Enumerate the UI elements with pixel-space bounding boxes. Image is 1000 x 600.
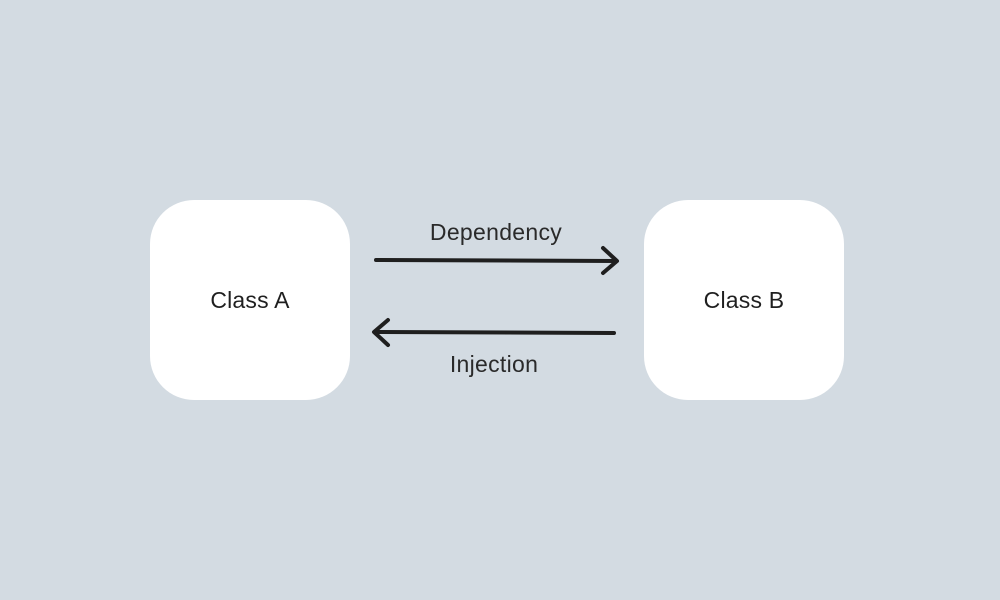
- dependency-arrow: [374, 246, 619, 275]
- class-a-label: Class A: [210, 286, 290, 313]
- class-b-label: Class B: [703, 286, 785, 313]
- class-b-node: Class B: [644, 200, 844, 400]
- injection-label: Injection: [449, 351, 539, 377]
- dependency-label: Dependency: [429, 219, 563, 245]
- class-a-node: Class A: [150, 200, 350, 400]
- injection-arrow: [372, 318, 616, 347]
